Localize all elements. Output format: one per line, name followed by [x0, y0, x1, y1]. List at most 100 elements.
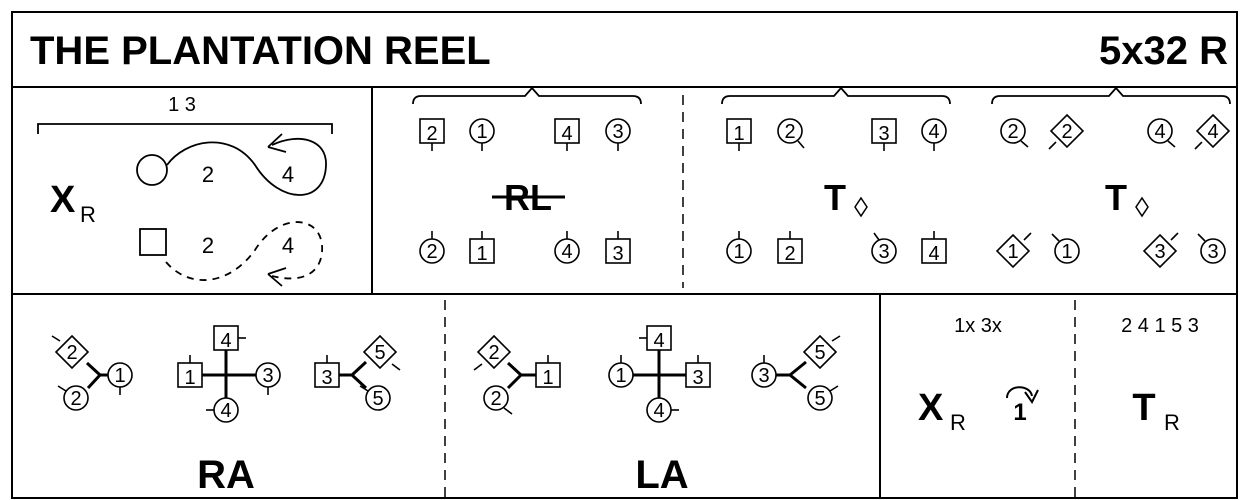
dancer-number: 4 — [653, 330, 664, 352]
dancer-diamond — [54, 334, 90, 370]
dancer-number: 2 — [426, 241, 437, 263]
man-square — [646, 325, 672, 351]
dancer-number: 3 — [758, 365, 769, 387]
dancer-number: 1 — [542, 367, 553, 389]
dancer-number: 1 — [476, 243, 487, 265]
dancer-number: 3 — [612, 243, 623, 265]
hand-link — [86, 373, 102, 390]
turns-figure: 1 2 3 4 T 1 2 3 4 2 2 4 — [721, 86, 1231, 269]
dancer-number: 4 — [561, 241, 572, 263]
dancer-number: 4 — [220, 400, 231, 422]
woman-circle — [419, 238, 445, 264]
dancer-diamond — [1049, 113, 1085, 149]
cross-figure: 1 3 X R 2 4 2 4 — [37, 94, 333, 287]
final-order: 2 4 1 5 3 — [1121, 315, 1199, 337]
bracket — [991, 86, 1231, 105]
reels-figure: 2 1 4 3 RL 2 1 4 3 — [412, 86, 642, 265]
hand-link — [350, 373, 368, 390]
woman-circle — [554, 238, 580, 264]
cross-top-dancers: 1 3 — [168, 94, 196, 116]
facing-tick — [359, 385, 369, 392]
facing-tick — [831, 335, 841, 342]
dancer-number: 4 — [928, 243, 939, 265]
diamond-icon — [854, 196, 868, 218]
dancer-number: 2 — [70, 388, 81, 410]
dancer-number: 4 — [1207, 121, 1218, 143]
facing-tick — [1048, 141, 1057, 150]
hand-link — [789, 360, 807, 377]
path-number: 4 — [282, 233, 294, 258]
bracket — [37, 123, 333, 134]
dancer-number: 2 — [66, 342, 77, 364]
dancer-number: 5 — [374, 342, 385, 364]
facing-tick — [57, 385, 67, 392]
dancer-number: 3 — [262, 365, 273, 387]
man-square — [139, 228, 167, 256]
hand-link — [350, 360, 368, 377]
turn-right-figure: 2 4 1 5 3 T R — [1121, 315, 1199, 435]
left-hands-figure: 2 1 2 4 1 3 4 3 5 5 LA — [473, 325, 841, 497]
turn-arrow-icon — [1006, 386, 1033, 399]
outer-frame — [11, 11, 1238, 499]
dancer-number: 3 — [878, 241, 889, 263]
man-square — [921, 238, 947, 264]
woman-circle — [726, 238, 752, 264]
dancer-diamond — [1142, 233, 1178, 269]
facing-tick — [1194, 141, 1203, 150]
bracket — [721, 86, 951, 105]
woman-circle — [807, 385, 833, 411]
path-number: 2 — [202, 233, 214, 258]
facing-tick — [1023, 232, 1032, 241]
dancer-number: 4 — [1154, 121, 1165, 143]
dancer-number: 3 — [692, 367, 703, 389]
man-square — [726, 118, 752, 144]
man-square — [777, 238, 803, 264]
hand-link — [506, 373, 523, 390]
facing-tick — [503, 407, 513, 415]
dancer-number: 4 — [928, 121, 939, 143]
woman-circle — [777, 118, 803, 144]
dashed-path — [165, 221, 323, 281]
cross-symbol: X — [918, 387, 944, 429]
hand-link — [506, 361, 523, 377]
dancer-diamond — [476, 334, 512, 370]
dancer-number: 4 — [220, 330, 231, 352]
woman-circle — [871, 238, 897, 264]
woman-circle — [1054, 238, 1080, 264]
facing-tick — [51, 335, 61, 342]
dancer-number: 1 — [184, 367, 195, 389]
man-square — [213, 325, 239, 351]
path-number: 4 — [282, 162, 294, 187]
woman-circle — [1200, 238, 1226, 264]
dancer-number: 2 — [1061, 121, 1072, 143]
turn-number: 1 — [1013, 399, 1026, 426]
man-square — [469, 238, 495, 264]
dancer-number: 3 — [321, 367, 332, 389]
dancer-number: 2 — [490, 388, 501, 410]
dancer-number: 1 — [733, 123, 744, 145]
dancer-number: 2 — [784, 121, 795, 143]
right-hands-figure: 2 1 2 4 1 3 4 3 5 5 RA — [51, 325, 401, 497]
dancer-number: 3 — [1154, 241, 1165, 263]
dancer-number: 1 — [733, 241, 744, 263]
top-row: 2 1 4 3 — [419, 118, 631, 151]
turn-symbol: T — [1132, 387, 1155, 429]
dancer-number: 4 — [653, 400, 664, 422]
dance-title: THE PLANTATION REEL — [30, 29, 491, 73]
turn-label: T — [824, 177, 846, 218]
turn-sub: R — [1164, 410, 1180, 435]
woman-circle — [136, 154, 168, 186]
dancer-number: 2 — [1007, 121, 1018, 143]
path-number: 2 — [202, 162, 214, 187]
dancer-number: 1 — [615, 365, 626, 387]
bracket — [412, 86, 642, 105]
dancer-number: 2 — [784, 243, 795, 265]
diamond-icon — [1135, 196, 1149, 218]
hand-link — [85, 361, 102, 377]
dancer-number: 3 — [878, 123, 889, 145]
arrow-head — [267, 267, 287, 287]
woman-circle — [365, 385, 391, 411]
facing-tick — [1167, 140, 1176, 148]
hand-link — [789, 373, 807, 390]
